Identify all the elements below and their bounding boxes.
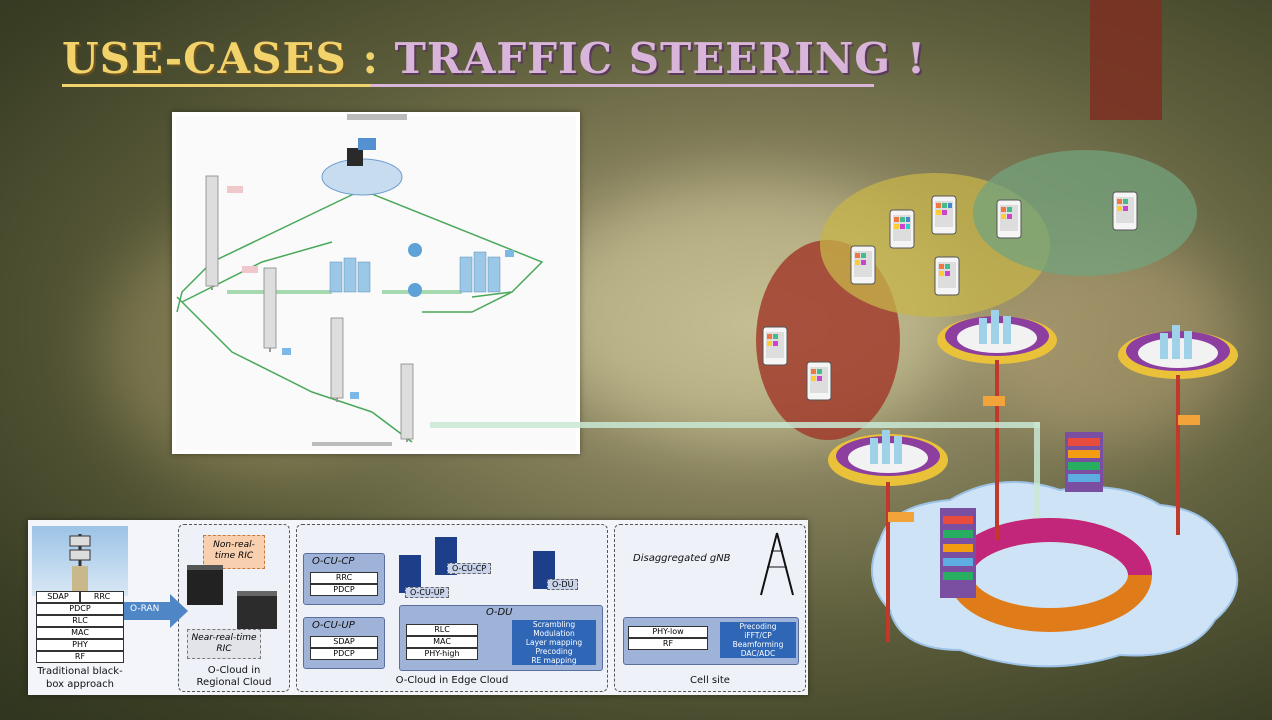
title-part1: USE-CASES [62, 34, 347, 83]
du-layer: RLC [406, 624, 478, 636]
stack-layer: PHY [36, 639, 124, 651]
du-function: Modulation [533, 629, 575, 638]
traditional-stack: SDAP RRC PDCP RLC MAC PHY RF [36, 591, 124, 663]
oran-architecture-figure [172, 112, 580, 454]
oran-arrow: O-RAN [124, 594, 188, 628]
cell-site-title: Disaggregated gNB [633, 553, 731, 564]
cell-tower-photo [32, 526, 128, 596]
stack-layer: MAC [36, 627, 124, 639]
cu-up-layer: PDCP [310, 648, 378, 660]
caption-line: Traditional black- [37, 666, 123, 677]
du-function: Layer mapping [525, 638, 583, 647]
du-function: RE mapping [531, 656, 577, 665]
o-du-title: O-DU [486, 607, 513, 618]
tower-photo-icon [69, 534, 91, 596]
ru-box: PHY-low RF Precoding iFFT/CP Beamforming… [623, 617, 799, 665]
title-part2: TRAFFIC STEERING ! [394, 34, 927, 83]
near-rt-ric: Near-real-time RIC [187, 629, 261, 659]
edge-caption: O-Cloud in Edge Cloud [395, 675, 509, 686]
regional-cloud-box: Non-real-time RIC Near-real-time RIC O-C… [178, 524, 290, 692]
du-function: Scrambling [532, 620, 576, 629]
ru-layer: RF [628, 638, 708, 650]
ru-function: DAC/ADC [740, 649, 776, 658]
stack-sdap: SDAP [36, 591, 80, 603]
background-blur [980, 240, 1240, 440]
cell-site-box: Disaggregated gNB PHY-low RF Precoding i… [614, 524, 806, 692]
title-separator: : [346, 34, 395, 83]
stack-layer: RF [36, 651, 124, 663]
server-rack-icons [940, 432, 1103, 598]
architecture-illustration [176, 114, 576, 450]
ru-layer: PHY-low [628, 626, 708, 638]
o-cu-cp-box: O-CU-CP RRC PDCP [303, 553, 385, 605]
du-layer: MAC [406, 636, 478, 648]
ru-function: iFFT/CP [744, 631, 772, 640]
o-cu-up-box: O-CU-UP SDAP PDCP [303, 617, 385, 669]
stack-layer: PDCP [36, 603, 124, 615]
rack-icons [187, 565, 277, 629]
tower-icon [760, 532, 794, 596]
arrow-label: O-RAN [130, 604, 160, 614]
fronthaul-link [430, 422, 1040, 428]
cell-site-caption: Cell site [690, 675, 730, 686]
caption-line: box approach [45, 679, 115, 690]
caption-line: O-Cloud in [207, 665, 261, 676]
fronthaul-link-vertical [1034, 422, 1040, 518]
caption-line: Regional Cloud [196, 677, 272, 688]
o-cu-cp-title: O-CU-CP [312, 556, 355, 567]
server-label-cuup: O-CU-UP [405, 587, 450, 598]
traditional-layers: PDCP RLC MAC PHY RF [36, 603, 124, 663]
oran-deployment-panel: SDAP RRC PDCP RLC MAC PHY RF Traditional… [28, 520, 808, 695]
o-du-box: O-DU RLC MAC PHY-high Scrambling Modulat… [399, 605, 603, 671]
cu-cp-layer: RRC [310, 572, 378, 584]
stack-rrc: RRC [80, 591, 124, 603]
cu-cp-layer: PDCP [310, 584, 378, 596]
stack-layer: RLC [36, 615, 124, 627]
edge-cloud-box: O-CU-CP RRC PDCP O-CU-UP SDAP PDCP O-CU-… [296, 524, 608, 692]
decorative-bar [1090, 0, 1162, 120]
cu-up-layer: SDAP [310, 636, 378, 648]
non-rt-ric: Non-real-time RIC [203, 535, 265, 569]
o-cu-up-title: O-CU-UP [312, 620, 355, 631]
cloud-platform [871, 481, 1239, 668]
du-function-list: Scrambling Modulation Layer mapping Prec… [512, 620, 596, 665]
background-blur [540, 180, 960, 440]
slide-title: USE-CASES : TRAFFIC STEERING ! [62, 34, 926, 83]
du-layer: PHY-high [406, 648, 478, 660]
du-function: Precoding [535, 647, 573, 656]
ru-function: Beamforming [732, 640, 784, 649]
server-label-du: O-DU [547, 579, 579, 590]
ru-function: Precoding [739, 622, 777, 631]
regional-caption: O-Cloud in Regional Cloud [179, 665, 289, 689]
title-underline [62, 84, 874, 87]
central-ring [948, 518, 1152, 632]
server-label-cucp: O-CU-CP [447, 563, 492, 574]
ru-function-list: Precoding iFFT/CP Beamforming DAC/ADC [720, 622, 796, 658]
arrow-icon [124, 594, 188, 628]
traditional-caption: Traditional black- box approach [28, 665, 132, 691]
